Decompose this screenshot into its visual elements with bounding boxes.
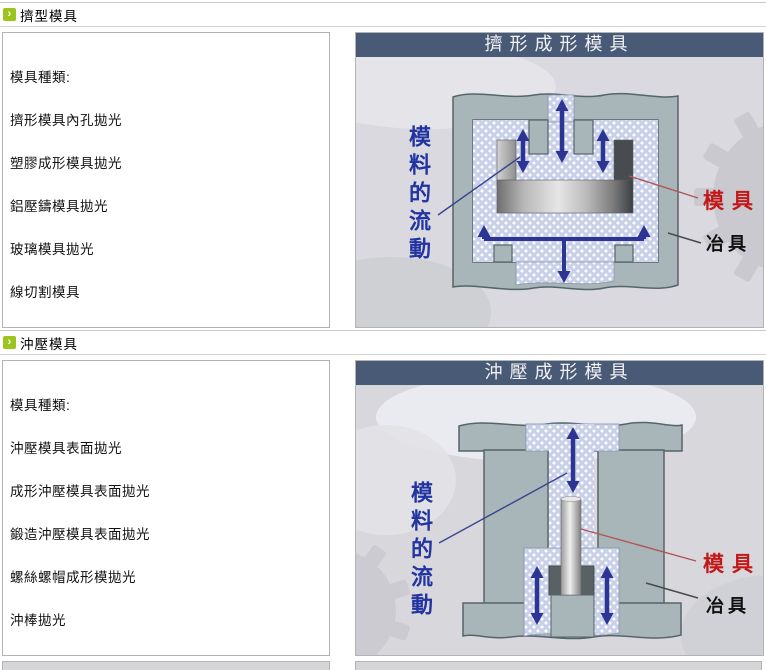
next-row-right-panel-edge bbox=[355, 661, 762, 670]
list-item: 沖棒拋光 bbox=[10, 613, 66, 628]
list-item: 塑膠成形模具拋光 bbox=[10, 156, 122, 171]
punch-pin bbox=[560, 496, 582, 596]
figure-title: 沖壓成形模具 bbox=[356, 361, 763, 385]
leader-lines bbox=[437, 156, 702, 244]
housing-tabs bbox=[493, 119, 634, 263]
list-item: 鍛造沖壓模具表面拋光 bbox=[10, 527, 150, 542]
next-row-sliver bbox=[2, 661, 766, 670]
list-item: 螺絲螺帽成形模拋光 bbox=[10, 570, 136, 585]
die-label: 模具 bbox=[703, 188, 761, 213]
die-u-shape bbox=[496, 139, 634, 214]
jig-label: 冶具 bbox=[706, 234, 750, 254]
mold-type-list-stamping: 模具種類: 沖壓模具表面拋光 成形沖壓模具表面拋光 鍛造沖壓模具表面拋光 螺絲螺… bbox=[2, 360, 330, 656]
list-item: 沖壓模具表面拋光 bbox=[10, 441, 122, 456]
die-label: 模具 bbox=[703, 551, 761, 576]
jig-label: 冶具 bbox=[706, 596, 750, 616]
gear-silhouette-right bbox=[694, 112, 763, 282]
flow-arrows bbox=[477, 99, 651, 283]
section-extrusion-content: 模具種類: 擠形模具內孔拋光 塑膠成形模具拋光 鋁壓鑄模具拋光 玻璃模具拋光 線… bbox=[2, 32, 766, 328]
list-heading: 模具種類: bbox=[10, 70, 71, 85]
stamping-mold-diagram bbox=[356, 385, 763, 655]
flow-label: 模料的流動 bbox=[405, 125, 431, 265]
leader-lines bbox=[438, 472, 699, 599]
section-header-extrusion[interactable]: › 擠型模具 bbox=[0, 2, 766, 27]
housing-jig-blocks bbox=[458, 421, 683, 640]
flow-label: 模料的流動 bbox=[407, 481, 433, 621]
gear-silhouette-bottom-right bbox=[681, 575, 763, 655]
flow-arrows bbox=[530, 427, 614, 625]
list-item: 線切割模具 bbox=[10, 285, 80, 300]
section-title: 沖壓模具 bbox=[20, 336, 78, 352]
section-stamping-content: 模具種類: 沖壓模具表面拋光 成形沖壓模具表面拋光 鍛造沖壓模具表面拋光 螺絲螺… bbox=[2, 360, 766, 656]
section-header-stamping[interactable]: › 沖壓模具 bbox=[0, 330, 766, 355]
green-arrow-bullet-icon: › bbox=[3, 336, 16, 349]
list-item: 擠形模具內孔拋光 bbox=[10, 113, 122, 128]
next-row-left-panel-edge bbox=[2, 661, 330, 670]
extrusion-mold-diagram bbox=[356, 57, 763, 327]
gear-silhouette-left bbox=[356, 545, 410, 655]
section-title: 擠型模具 bbox=[20, 8, 78, 24]
list-item: 玻璃模具拋光 bbox=[10, 242, 94, 257]
figure-extrusion-mold: 擠形成形模具 bbox=[355, 32, 764, 328]
figure-title: 擠形成形模具 bbox=[356, 33, 763, 57]
mold-type-list-extrusion: 模具種類: 擠形模具內孔拋光 塑膠成形模具拋光 鋁壓鑄模具拋光 玻璃模具拋光 線… bbox=[2, 32, 330, 328]
green-arrow-bullet-icon: › bbox=[3, 8, 16, 21]
list-heading: 模具種類: bbox=[10, 398, 71, 413]
list-item: 鋁壓鑄模具拋光 bbox=[10, 199, 108, 214]
figure-stamping-mold: 沖壓成形模具 bbox=[355, 360, 764, 656]
list-item: 成形沖壓模具表面拋光 bbox=[10, 484, 150, 499]
base-column bbox=[550, 594, 595, 638]
